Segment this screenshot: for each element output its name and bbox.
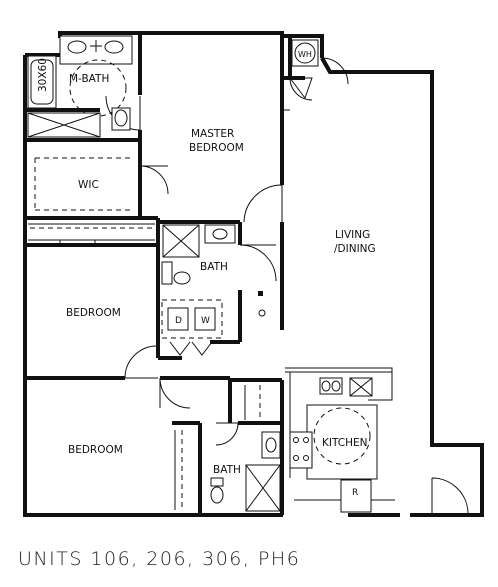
exterior-walls <box>23 31 484 517</box>
master-bath-fixtures <box>27 35 133 138</box>
master-bedroom-label-1: MASTER <box>191 128 234 140</box>
kitchen-label: KITCHEN <box>322 437 368 449</box>
kitchen-fixtures <box>285 367 395 513</box>
units-caption: UNITS 106, 206, 306, PH6 <box>18 548 301 570</box>
wic-shelving <box>34 157 132 211</box>
bath2-label: BATH <box>213 464 241 476</box>
bedroom2-closet <box>174 385 261 510</box>
dryer-label: D <box>175 316 182 326</box>
bath2-fixtures <box>210 431 281 512</box>
refrigerator-label: R <box>352 488 358 498</box>
doors <box>105 57 469 516</box>
laundry <box>161 299 223 356</box>
wic-label: WIC <box>78 179 99 191</box>
floor-plan: M-BATH 30X60 MASTER BEDROOM WIC LIVING /… <box>23 31 484 517</box>
bedroom-closet <box>28 223 155 245</box>
water-heater <box>291 39 319 67</box>
living-label-1: LIVING <box>335 229 370 241</box>
living-label-2: /DINING <box>334 243 376 255</box>
interior-walls <box>25 33 332 515</box>
bedroom2-label: BEDROOM <box>68 444 123 456</box>
tub-size-label: 30X60 <box>37 58 49 92</box>
master-bedroom-label-2: BEDROOM <box>189 142 244 154</box>
room-labels: M-BATH 30X60 MASTER BEDROOM WIC LIVING /… <box>37 50 376 498</box>
washer-label: W <box>201 316 210 326</box>
bath-label: BATH <box>200 261 228 273</box>
mbath-label: M-BATH <box>69 73 109 85</box>
bedroom-label: BEDROOM <box>66 307 121 319</box>
bath-fixtures <box>161 224 266 317</box>
water-heater-label: WH <box>298 50 312 59</box>
